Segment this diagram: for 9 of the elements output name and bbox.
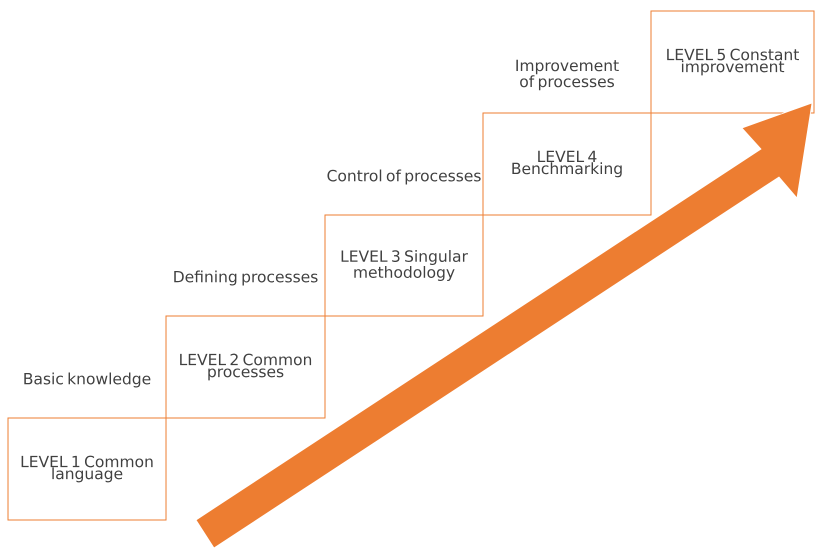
step-box: LEVEL 2 Common processes [166, 315, 326, 418]
step-heading: Basic knowledge [24, 372, 150, 388]
step-box: LEVEL 3 Singular methodology [324, 214, 484, 316]
step-heading: Control of processes [327, 170, 481, 184]
step-box: LEVEL 5 Constant improvement [650, 10, 814, 114]
step-heading: Defining processes [174, 270, 318, 286]
step-box: LEVEL 1 Common language [8, 417, 166, 520]
step-box: LEVEL 4 Benchmarking [482, 112, 652, 216]
step-heading: Improvement of processes [516, 60, 619, 90]
